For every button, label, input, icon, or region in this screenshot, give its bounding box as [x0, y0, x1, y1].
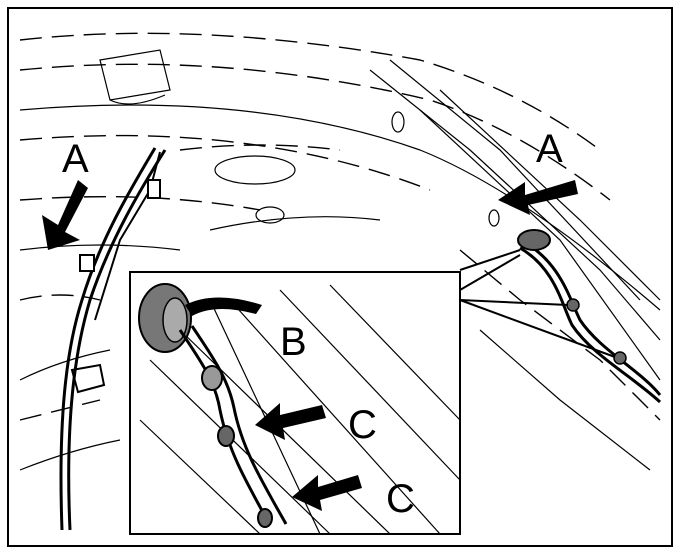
right-wire-harness	[517, 229, 662, 404]
body-panel-lines	[19, 32, 661, 471]
label-a-right: A	[536, 127, 563, 171]
grommet-icon	[517, 229, 551, 251]
label-c-lower: C	[386, 477, 415, 521]
arrow-icon	[498, 180, 578, 215]
label-c-upper: C	[348, 403, 377, 447]
left-wire-harness	[59, 147, 167, 531]
arrow-icon	[292, 475, 362, 511]
arrow-icon	[255, 403, 326, 440]
arrow-icon	[42, 180, 88, 250]
label-a-left: A	[62, 137, 89, 181]
curved-arrow-icon	[185, 297, 262, 316]
callout-leader-lines	[459, 249, 616, 358]
pointer-arrows	[42, 180, 578, 511]
inset-detail	[129, 271, 461, 535]
label-b: B	[280, 320, 307, 364]
